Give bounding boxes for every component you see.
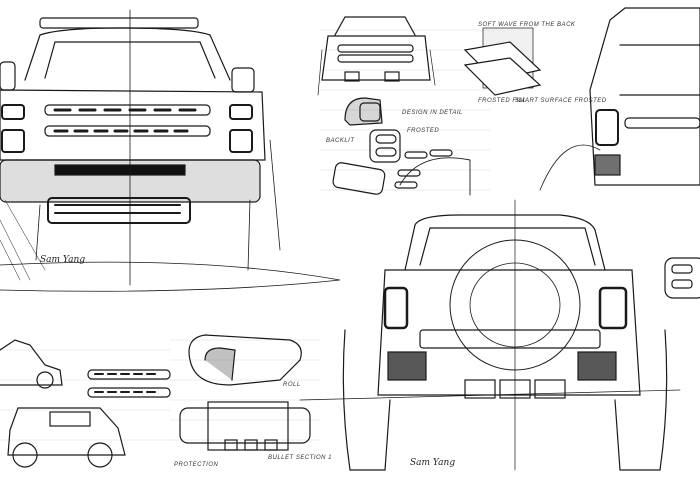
ruled-paper-lines (0, 29, 491, 441)
annotation-protection: PROTECTION (174, 462, 219, 468)
annotation-frosted: FROSTED (407, 128, 440, 134)
signature: Sam Yang (40, 255, 86, 265)
light-detail-sketch (332, 97, 471, 196)
rear-quarter-view-sketch (539, 7, 700, 191)
annotation-soft-wave: SOFT WAVE FROM THE BACK (478, 22, 576, 28)
annotation-smart-surface: SMART SURFACE FROSTED (515, 98, 607, 104)
edge-light-detail-sketch (664, 257, 700, 299)
annotation-backlit: BACKLIT (326, 138, 355, 144)
signature-rear: Sam Yang (410, 458, 456, 468)
rear-view-sketch (299, 199, 681, 471)
annotation-bullet-section: BULLET SECTION 1 (268, 455, 333, 461)
small-front-view-sketch (317, 16, 436, 96)
annotation-design-detail: DESIGN IN DETAIL (402, 110, 463, 116)
panel-stack-sketch (463, 27, 542, 96)
side-view-sketches (0, 339, 171, 468)
annotation-roll: ROLL (283, 382, 301, 388)
roll-detail-sketch (179, 334, 311, 451)
front-view-sketch (0, 9, 341, 292)
annotation-frosted-fill: FROSTED FILL (478, 98, 527, 104)
